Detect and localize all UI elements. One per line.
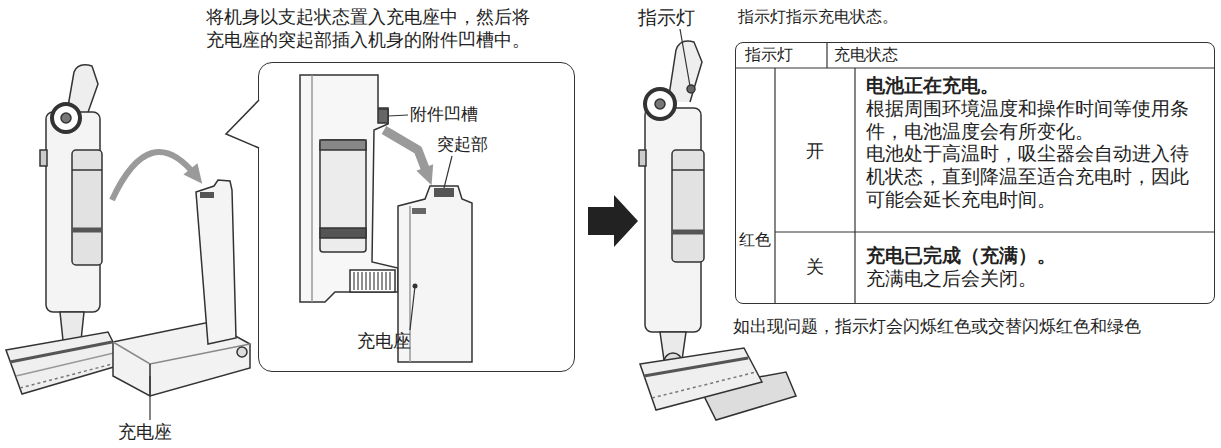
move-arrow [112,152,196,200]
vacuum-left [6,65,124,394]
table-cell: 关 [775,256,855,278]
table-cell: 红色 [736,230,774,249]
table-cell: 开 [775,140,855,162]
status-text: 充电已完成（充满）。 [866,244,1196,267]
leader-line [149,376,150,420]
table-header: 指示灯 [745,45,793,64]
step-arrow [588,195,638,247]
status-text: 根据周围环境温度和操作时间等使用条件，电池温度会有所变化。 [866,97,1196,143]
leader-line [680,29,690,86]
part-label: 充电座 [118,421,172,443]
instruction-text: 将机身以支起状态置入充电座中，然后将充电座的突起部插入机身的附件凹槽中。 [206,5,541,52]
status-text: 电池处于高温时，吸尘器会自动进入待机状态，直到降温至适合充电时，因此可能会延长充… [866,142,1196,210]
table-cell: 充电已完成（充满）。充满电之后会关闭。 [866,244,1196,290]
part-label: 充电座 [357,330,411,352]
table-heading: 指示灯指示充电状态。 [738,7,1138,28]
table-cell: 电池正在充电。根据周围环境温度和操作时间等使用条件，电池温度会有所变化。电池处于… [866,74,1196,211]
part-label: 指示灯 [638,6,695,29]
note-text: 如出现问题，指示灯会闪烁红色或交替闪烁红色和绿色 [733,316,1141,336]
table-header: 充电状态 [834,45,898,64]
table-grid [735,42,1215,304]
status-text: 电池正在充电。 [866,74,1196,97]
part-label: 附件凹槽 [410,104,478,124]
charging-stand-left [113,180,250,396]
part-label: 突起部 [437,134,488,154]
callout-tail [226,100,259,148]
vacuum-right [639,41,796,420]
status-text: 充满电之后会关闭。 [866,267,1196,290]
